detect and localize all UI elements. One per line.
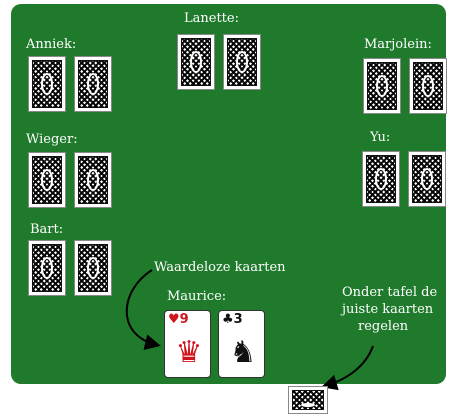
player-label-lanette: Lanette:: [184, 11, 239, 26]
card-rank: 9: [180, 312, 189, 327]
annotation-line: regelen: [342, 318, 437, 335]
card-back-yu-2: [408, 151, 446, 207]
card-back-anniek-1: [28, 56, 66, 112]
card-back-lanette-2: [223, 34, 261, 90]
annotation-under-table: Onder tafel de juiste kaarten regelen: [342, 284, 437, 335]
annotation-line: juiste kaarten: [342, 301, 437, 318]
card-back-wieger-2: [74, 152, 112, 208]
card-rank: 3: [234, 312, 243, 327]
player-label-yu: Yu:: [370, 130, 390, 145]
card-corner: ♥9: [168, 312, 189, 327]
player-label-marjolein: Marjolein:: [364, 37, 432, 52]
annotation-line: Onder tafel de: [342, 284, 437, 301]
player-label-bart: Bart:: [30, 222, 63, 237]
queen-figure-icon: ♛: [175, 335, 203, 371]
card-back-bart-1: [28, 240, 66, 296]
card-back-lanette-1: [177, 34, 215, 90]
maurice-card-3-clubs[interactable]: ♣3 ♞: [218, 310, 265, 378]
knight-figure-icon: ♞: [229, 335, 257, 371]
maurice-card-9-hearts[interactable]: ♥9 ♛: [164, 310, 211, 378]
card-back-wieger-1: [28, 152, 66, 208]
card-back-under-table: [288, 386, 328, 414]
club-suit-icon: ♣: [222, 312, 234, 327]
card-corner: ♣3: [222, 312, 243, 327]
heart-suit-icon: ♥: [168, 312, 180, 327]
card-back-anniek-2: [74, 56, 112, 112]
card-back-marjolein-2: [409, 58, 447, 114]
player-label-wieger: Wieger:: [26, 132, 78, 147]
card-back-bart-2: [74, 240, 112, 296]
under-table-card-stack[interactable]: [288, 386, 328, 414]
card-back-marjolein-1: [363, 58, 401, 114]
player-label-maurice: Maurice:: [167, 289, 226, 304]
annotation-worthless-cards: Waardeloze kaarten: [154, 259, 286, 276]
card-back-yu-1: [362, 151, 400, 207]
player-label-anniek: Anniek:: [26, 37, 76, 52]
